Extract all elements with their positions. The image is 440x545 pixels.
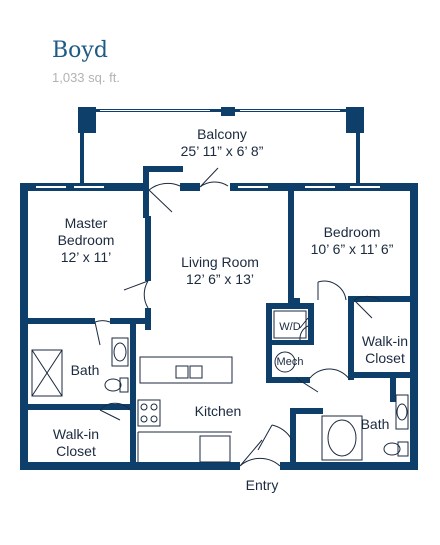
doors xyxy=(94,167,381,467)
wall-top-mid xyxy=(180,183,200,191)
vanity-left xyxy=(111,337,129,367)
window xyxy=(74,186,104,188)
wall-bath-closet xyxy=(20,404,136,410)
wall-bath-right-top xyxy=(290,408,323,414)
toilet-bowl-right xyxy=(383,442,401,456)
column-balcony-mid xyxy=(221,107,235,116)
wall-mech-bottom xyxy=(266,377,310,383)
door-bedroom xyxy=(317,280,347,301)
wall-bath-right-stub xyxy=(390,376,396,402)
door-master-bath xyxy=(94,320,111,346)
bedroom-name: Bedroom xyxy=(324,224,381,240)
wall-laundry-mech xyxy=(266,340,314,345)
toilet-bowl-left xyxy=(104,378,122,392)
wall-bedroom-left xyxy=(288,183,294,301)
walk-in-left-2: Closet xyxy=(56,443,96,459)
kitchen-island xyxy=(139,356,233,384)
wall-master-bath xyxy=(20,318,95,324)
water-heater xyxy=(274,351,296,373)
washer-dryer xyxy=(273,310,307,339)
shower xyxy=(31,349,63,397)
wall-closet-bottom xyxy=(350,372,418,378)
kitchen-sink-b xyxy=(189,365,203,379)
window xyxy=(100,110,210,111)
master-bedroom-name-1: Master xyxy=(65,215,108,231)
wall-laundry-top xyxy=(266,303,314,309)
balcony-name: Balcony xyxy=(197,126,247,142)
wd-label: W/D xyxy=(279,321,300,333)
refrigerator xyxy=(199,435,231,463)
bath-right-label: Bath xyxy=(361,416,390,432)
counter xyxy=(137,431,232,462)
shower-drain xyxy=(31,349,63,397)
burner xyxy=(140,403,148,411)
wall-closet-left xyxy=(348,296,354,380)
bedroom-size: 10’ 6” x 11’ 6” xyxy=(311,241,394,257)
door-entry xyxy=(239,439,281,467)
door-walk-in-right xyxy=(353,295,381,319)
sink-left xyxy=(113,342,127,362)
master-bedroom-size: 12’ x 11’ xyxy=(61,249,112,265)
wall-left xyxy=(20,183,28,468)
door-balcony xyxy=(199,167,229,188)
window xyxy=(350,186,380,188)
balcony-size: 25’ 11” x 6’ 8” xyxy=(181,143,264,159)
wall-bath-right-left xyxy=(290,410,296,468)
wall-laundry-right xyxy=(308,303,314,343)
kitchen-label: Kitchen xyxy=(195,403,242,419)
living-room-name: Living Room xyxy=(181,254,259,270)
master-bedroom-name-2: Bedroom xyxy=(58,232,115,248)
bath-left-label: Bath xyxy=(71,362,100,378)
wall-balcony-left xyxy=(80,109,84,187)
mech-label: Mech xyxy=(277,356,304,368)
burner xyxy=(140,415,148,423)
column-balcony-right xyxy=(346,107,364,133)
bathtub xyxy=(321,415,363,461)
wall-bottom-right xyxy=(280,462,418,470)
wall-right xyxy=(410,183,418,468)
window xyxy=(240,110,340,111)
bathtub-basin xyxy=(327,419,357,457)
wall-master-living-upper xyxy=(145,216,151,281)
wall-bedroom-closet-top xyxy=(348,296,418,302)
toilet-tank-right xyxy=(397,441,409,457)
plan-area: 1,033 sq. ft. xyxy=(52,70,120,85)
burner xyxy=(150,415,158,423)
window xyxy=(238,186,268,188)
door-master xyxy=(123,280,149,309)
toilet-tank-left xyxy=(119,377,129,393)
burner xyxy=(150,403,158,411)
kitchen-sink-a xyxy=(175,365,189,379)
entry-label: Entry xyxy=(246,477,279,493)
walk-in-right-2: Closet xyxy=(365,350,405,366)
door-laundry xyxy=(299,317,309,341)
plan-title: Boyd xyxy=(52,38,108,63)
walk-in-left-1: Walk-in xyxy=(53,426,99,442)
door-coat-closet xyxy=(148,182,181,213)
walk-in-right-1: Walk-in xyxy=(362,333,408,349)
windows xyxy=(36,110,380,188)
door-entry-closet xyxy=(257,424,293,451)
sink-right xyxy=(396,403,408,421)
wall-coat-left xyxy=(143,168,149,218)
wall-bath-living xyxy=(130,318,136,468)
door-bath-right xyxy=(295,368,351,393)
window xyxy=(36,186,66,188)
wall-balcony-right xyxy=(356,109,360,187)
wall-bedroom-stub xyxy=(288,298,300,304)
living-room-size: 12’ 6” x 13’ xyxy=(186,271,254,287)
range xyxy=(137,399,161,427)
vanity-right xyxy=(395,394,409,430)
door-walk-in-left xyxy=(99,402,131,421)
wall-coat-top xyxy=(143,166,183,172)
window xyxy=(305,186,335,188)
fixtures xyxy=(31,310,409,463)
